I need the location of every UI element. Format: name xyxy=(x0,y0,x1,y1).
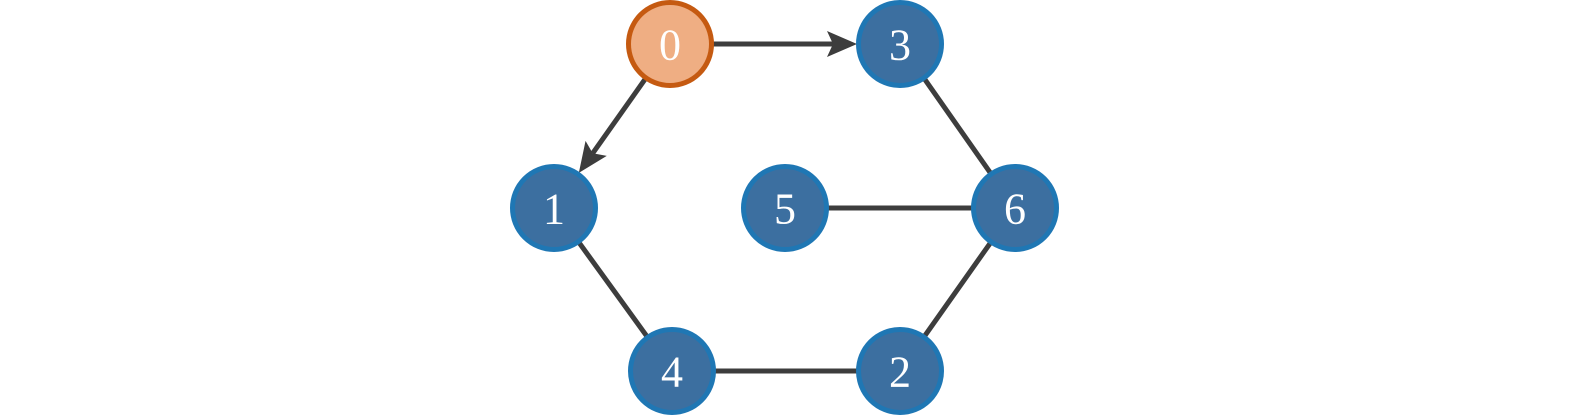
node-label: 6 xyxy=(1004,185,1026,234)
node-label: 3 xyxy=(889,21,911,70)
arrow-head-icon xyxy=(827,31,857,57)
graph-edge-1-4 xyxy=(577,241,649,338)
node-label: 5 xyxy=(774,185,796,234)
graph-edge-6-2 xyxy=(922,241,993,338)
node-label: 4 xyxy=(661,348,683,397)
graph-edge-0-3 xyxy=(713,31,857,57)
graph-node-5[interactable]: 5 xyxy=(741,164,829,252)
graph-node-6[interactable]: 6 xyxy=(971,164,1059,252)
node-circle[interactable] xyxy=(628,327,716,415)
node-circle[interactable] xyxy=(971,164,1059,252)
edge-line xyxy=(922,77,993,175)
node-label: 1 xyxy=(543,185,565,234)
node-circle[interactable] xyxy=(856,327,944,415)
graph-node-0[interactable]: 0 xyxy=(626,0,714,88)
graph-node-1[interactable]: 1 xyxy=(510,164,598,252)
graph-node-4[interactable]: 4 xyxy=(628,327,716,415)
node-circle[interactable] xyxy=(856,0,944,88)
edges-layer xyxy=(577,31,993,374)
edge-line xyxy=(922,241,993,338)
node-circle[interactable] xyxy=(626,0,714,88)
graph-edge-3-6 xyxy=(922,77,993,175)
graph-node-3[interactable]: 3 xyxy=(856,0,944,88)
node-circle[interactable] xyxy=(510,164,598,252)
edge-line xyxy=(577,241,649,338)
arrow-head-icon xyxy=(578,140,607,173)
node-label: 2 xyxy=(889,348,911,397)
node-circle[interactable] xyxy=(741,164,829,252)
graph-node-2[interactable]: 2 xyxy=(856,327,944,415)
nodes-layer: 0 3 1 5 6 4 2 xyxy=(510,0,1059,415)
edge-line xyxy=(590,77,648,155)
node-label: 0 xyxy=(659,21,681,70)
graph-edge-0-1 xyxy=(578,77,648,173)
